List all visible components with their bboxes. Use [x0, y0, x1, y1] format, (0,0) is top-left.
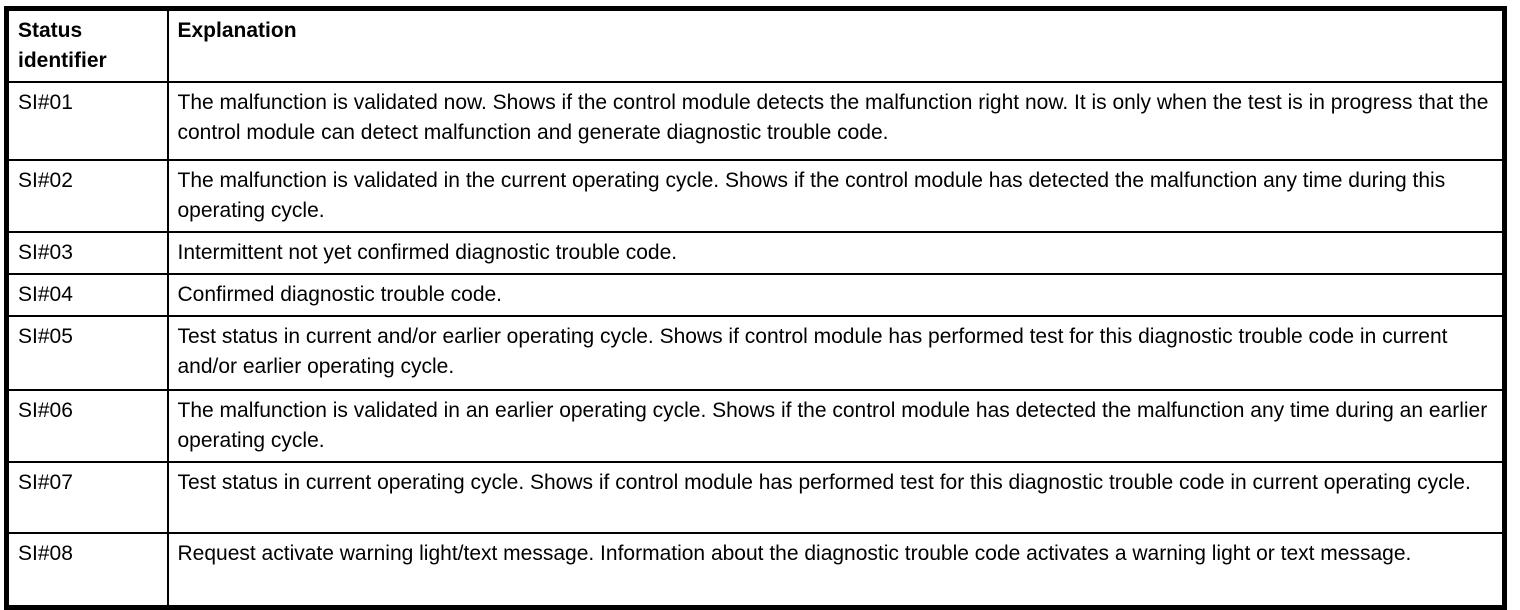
status-id-cell: SI#06: [5, 389, 169, 463]
explanation-cell: The malfunction is validated in the curr…: [166, 159, 1506, 233]
status-id-cell: SI#03: [5, 231, 169, 275]
table-header-row: Status identifier Explanation: [5, 7, 1506, 83]
explanation-cell: The malfunction is validated now. Shows …: [166, 81, 1506, 161]
explanation-cell: Confirmed diagnostic trouble code.: [166, 273, 1506, 317]
explanation-cell: The malfunction is validated in an earli…: [166, 389, 1506, 463]
status-id-cell: SI#05: [5, 315, 169, 391]
explanation-cell: Request activate warning light/text mess…: [166, 532, 1506, 608]
status-identifier-table: Status identifier Explanation SI#01 The …: [4, 6, 1507, 610]
status-id-cell: SI#04: [5, 273, 169, 317]
status-id-cell: SI#02: [5, 159, 169, 233]
explanation-column-header: Explanation: [166, 7, 1506, 83]
table-row: SI#01 The malfunction is validated now. …: [5, 81, 1506, 161]
status-id-cell: SI#08: [5, 532, 169, 608]
status-identifier-column-header: Status identifier: [5, 7, 169, 83]
status-id-cell: SI#01: [5, 81, 169, 161]
explanation-cell: Test status in current and/or earlier op…: [166, 315, 1506, 391]
table-row: SI#03 Intermittent not yet confirmed dia…: [5, 231, 1506, 275]
table-row: SI#07 Test status in current operating c…: [5, 461, 1506, 534]
table-row: SI#06 The malfunction is validated in an…: [5, 389, 1506, 463]
status-id-cell: SI#07: [5, 461, 169, 534]
table-row: SI#02 The malfunction is validated in th…: [5, 159, 1506, 233]
table-row: SI#08 Request activate warning light/tex…: [5, 532, 1506, 608]
table-row: SI#04 Confirmed diagnostic trouble code.: [5, 273, 1506, 317]
explanation-cell: Test status in current operating cycle. …: [166, 461, 1506, 534]
table-row: SI#05 Test status in current and/or earl…: [5, 315, 1506, 391]
explanation-cell: Intermittent not yet confirmed diagnosti…: [166, 231, 1506, 275]
